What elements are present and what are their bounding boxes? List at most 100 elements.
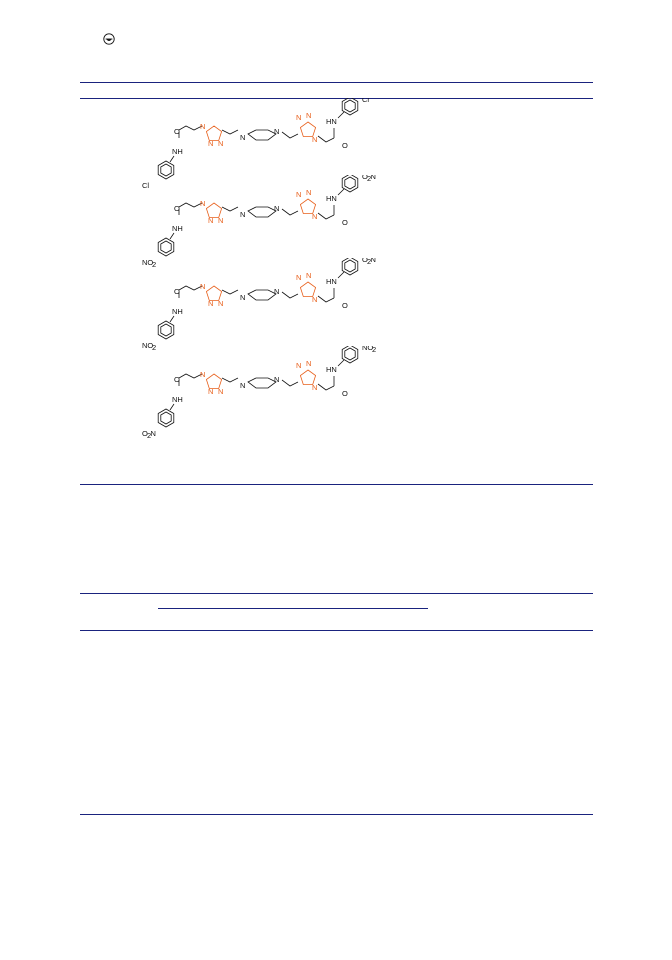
atom-label: N [274, 287, 279, 296]
benzene-ring [157, 408, 175, 428]
atom-label: 2 [367, 175, 371, 183]
triazole-n: N [218, 387, 223, 396]
atom-label: NH [172, 147, 183, 156]
triazole-n: N [200, 122, 205, 131]
bond [281, 208, 299, 216]
triazole-n: N [306, 111, 311, 120]
bond [317, 383, 335, 391]
aromatic-inner [344, 347, 356, 361]
piperazine-ring [247, 129, 277, 141]
atom-label: HN [326, 277, 337, 286]
atom-label: N [274, 375, 279, 384]
atom-label: O [142, 429, 148, 438]
atom-label: N [371, 175, 376, 181]
atom-label: O [174, 375, 180, 384]
atom-label: 2 [152, 343, 156, 352]
bond [281, 131, 299, 139]
aromatic-inner [344, 259, 356, 273]
triazole-n: N [312, 135, 317, 144]
bond [221, 206, 239, 212]
atom-label: O [174, 127, 180, 136]
atom-label: N [240, 293, 245, 302]
bond [178, 202, 203, 208]
triazole-n: N [208, 139, 213, 148]
aromatic-inner [344, 99, 356, 113]
triazole-n: N [218, 139, 223, 148]
aromatic-inner [160, 163, 172, 177]
bond [337, 111, 345, 119]
bond [221, 377, 239, 383]
bond [178, 373, 203, 379]
atom-label: HN [326, 117, 337, 126]
bond [169, 403, 175, 411]
aromatic-inner [160, 411, 172, 425]
benzene-ring [157, 320, 175, 340]
atom-label: Cl [362, 98, 369, 104]
table-header-rule [80, 98, 593, 99]
atom-label: NH [172, 395, 183, 404]
bond [317, 212, 335, 220]
table2-top-rule [80, 593, 593, 594]
atom-label: O [342, 141, 348, 150]
table2-subheader-rule [158, 608, 428, 609]
triazole-n: N [306, 188, 311, 197]
triazole-n: N [200, 199, 205, 208]
aromatic-inner [160, 323, 172, 337]
atom-label: N [274, 204, 279, 213]
benzene-ring [341, 346, 359, 364]
triazole-ring [299, 369, 317, 385]
aromatic-inner [344, 176, 356, 190]
benzene-ring [341, 175, 359, 193]
triazole-n: N [218, 299, 223, 308]
atom-label: O [342, 301, 348, 310]
bond [221, 129, 239, 135]
triazole-n: N [296, 273, 301, 282]
bond [317, 295, 335, 303]
atom-label: N [240, 381, 245, 390]
triazole-n: N [312, 295, 317, 304]
triazole-n: N [200, 370, 205, 379]
table2-bottom-rule [80, 814, 593, 815]
benzene-ring [157, 160, 175, 180]
triazole-n: N [208, 387, 213, 396]
bond [317, 135, 335, 143]
atom-label: N [371, 258, 376, 264]
atom-label: 2 [152, 260, 156, 269]
bond [337, 188, 345, 196]
triazole-n: N [296, 361, 301, 370]
bond [169, 232, 175, 240]
triazole-ring [205, 125, 223, 141]
atom-label: NO [142, 341, 153, 350]
atom-label: O [174, 287, 180, 296]
atom-label: NH [172, 307, 183, 316]
atom-label: O [362, 175, 368, 181]
triazole-n: N [208, 216, 213, 225]
piperazine-ring [247, 206, 277, 218]
triazole-ring [299, 281, 317, 297]
benzene-ring [157, 237, 175, 257]
bond [169, 155, 175, 163]
table-bottom-rule [80, 484, 593, 485]
atom-label: Cl [142, 181, 149, 190]
triazole-n: N [218, 216, 223, 225]
triazole-ring [299, 198, 317, 214]
triazole-n: N [296, 113, 301, 122]
atom-label: NO [142, 258, 153, 267]
atom-label: HN [326, 194, 337, 203]
bond [281, 291, 299, 299]
triazole-n: N [312, 212, 317, 221]
atom-label: O [362, 258, 368, 264]
bond [221, 289, 239, 295]
atom-label: O [342, 218, 348, 227]
piperazine-ring [247, 377, 277, 389]
triazole-n: N [306, 359, 311, 368]
atom-label: NH [172, 224, 183, 233]
triazole-n: N [312, 383, 317, 392]
bond [178, 125, 203, 131]
triazole-ring [205, 373, 223, 389]
atom-label: N [240, 210, 245, 219]
